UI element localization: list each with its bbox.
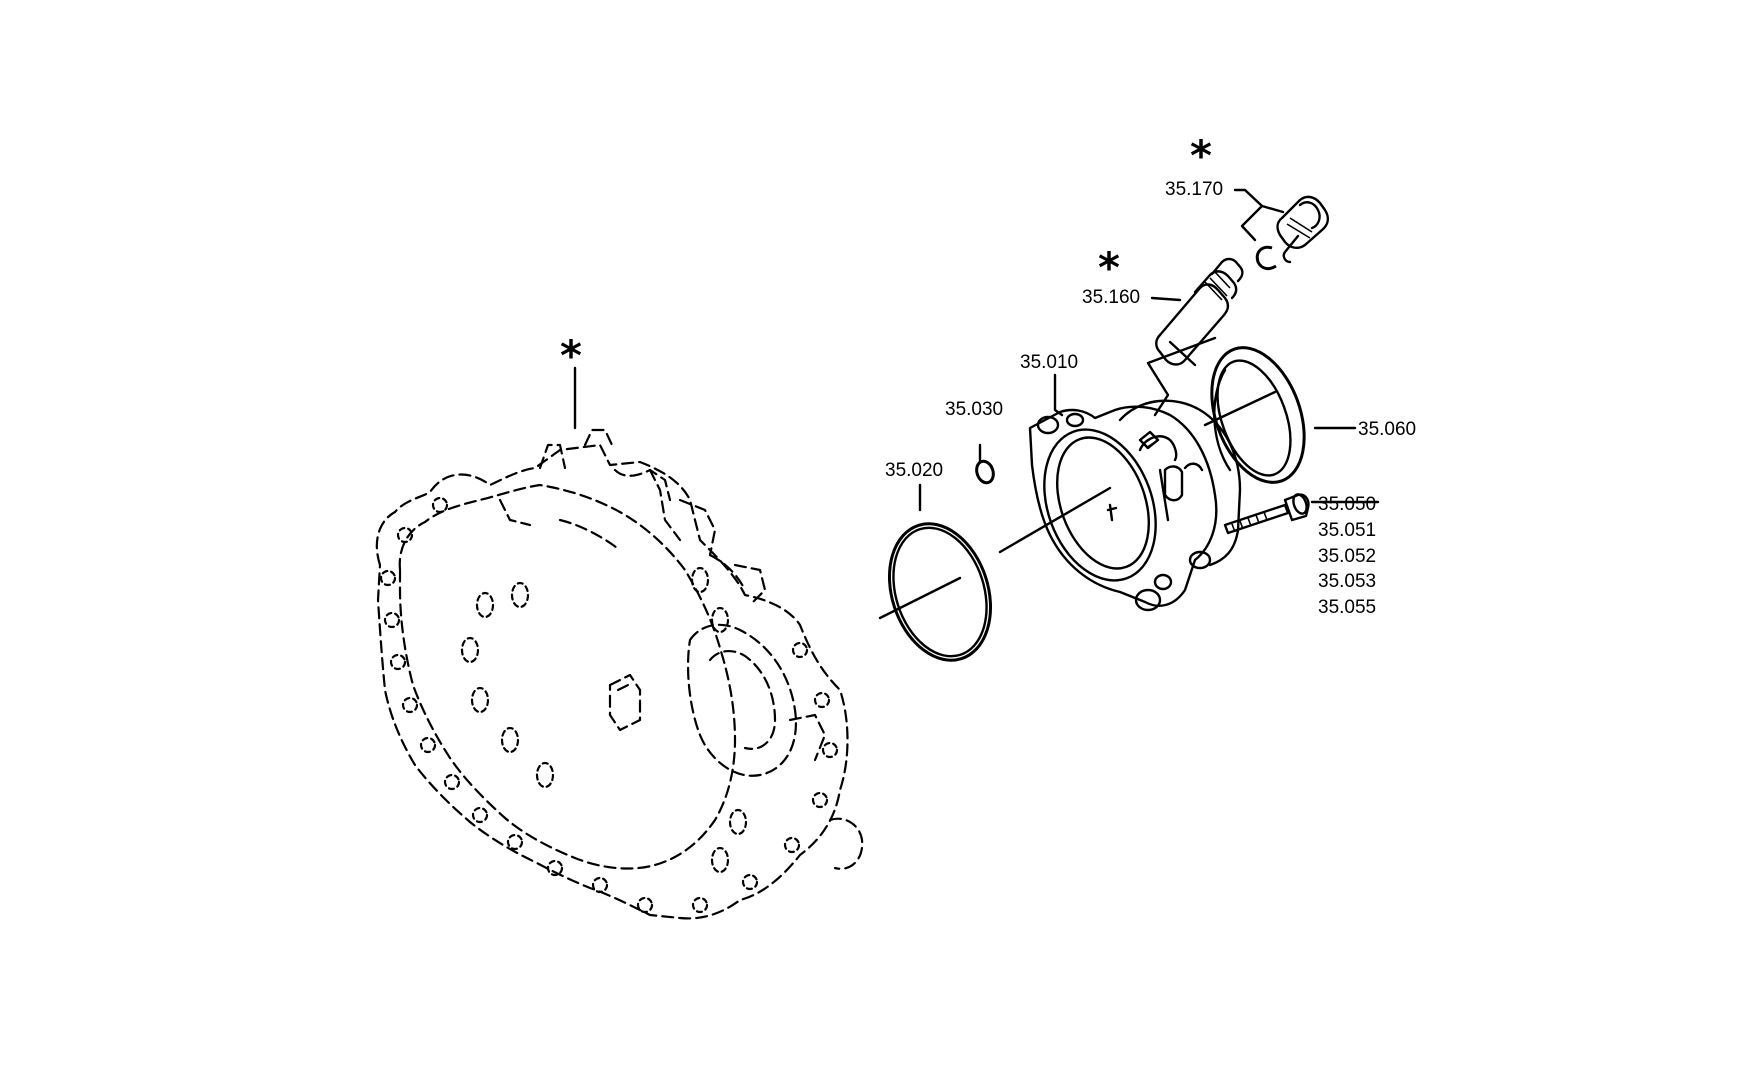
leader-lines [573,188,1380,620]
label-35-055: 35.055 [1318,597,1376,618]
leader-35-170 [1233,188,1264,242]
label-35-051: 35.051 [1318,520,1376,541]
leader-35-160 [1150,296,1182,302]
o-ring-35-020 [887,522,993,662]
leader-35-010-face [998,486,1112,554]
sensor-35-160 [1155,257,1244,367]
label-35-060: 35.060 [1358,419,1416,440]
seal-35-030 [975,459,995,485]
label-35-170: 35.170 [1165,179,1223,200]
leader-35-160-port [1146,336,1217,417]
marker-housing: * [560,331,582,380]
label-35-020: 35.020 [885,460,943,481]
label-35-160: 35.160 [1082,287,1140,308]
cover-35-010 [1028,399,1242,612]
marker-35-160: * [1098,243,1120,292]
label-35-010: 35.010 [1020,352,1078,373]
part-labels: * * * 35.020 35.030 35.010 35.160 35.170… [560,131,1416,618]
leader-35-010 [1053,373,1064,417]
screw-35-050 [1223,493,1310,535]
marker-35-170: * [1190,131,1212,180]
leader-35-170-plug [1260,204,1285,214]
plug-35-170 [1255,195,1330,271]
leader-35-020 [878,576,962,620]
label-35-050: 35.050 [1318,494,1376,515]
label-35-053: 35.053 [1318,571,1376,592]
label-35-030: 35.030 [945,399,1003,420]
shaft-seal-35-060 [1210,346,1306,484]
leader-35-060-inner [1203,390,1277,427]
transmission-housing [375,428,864,920]
label-35-052: 35.052 [1318,546,1376,567]
